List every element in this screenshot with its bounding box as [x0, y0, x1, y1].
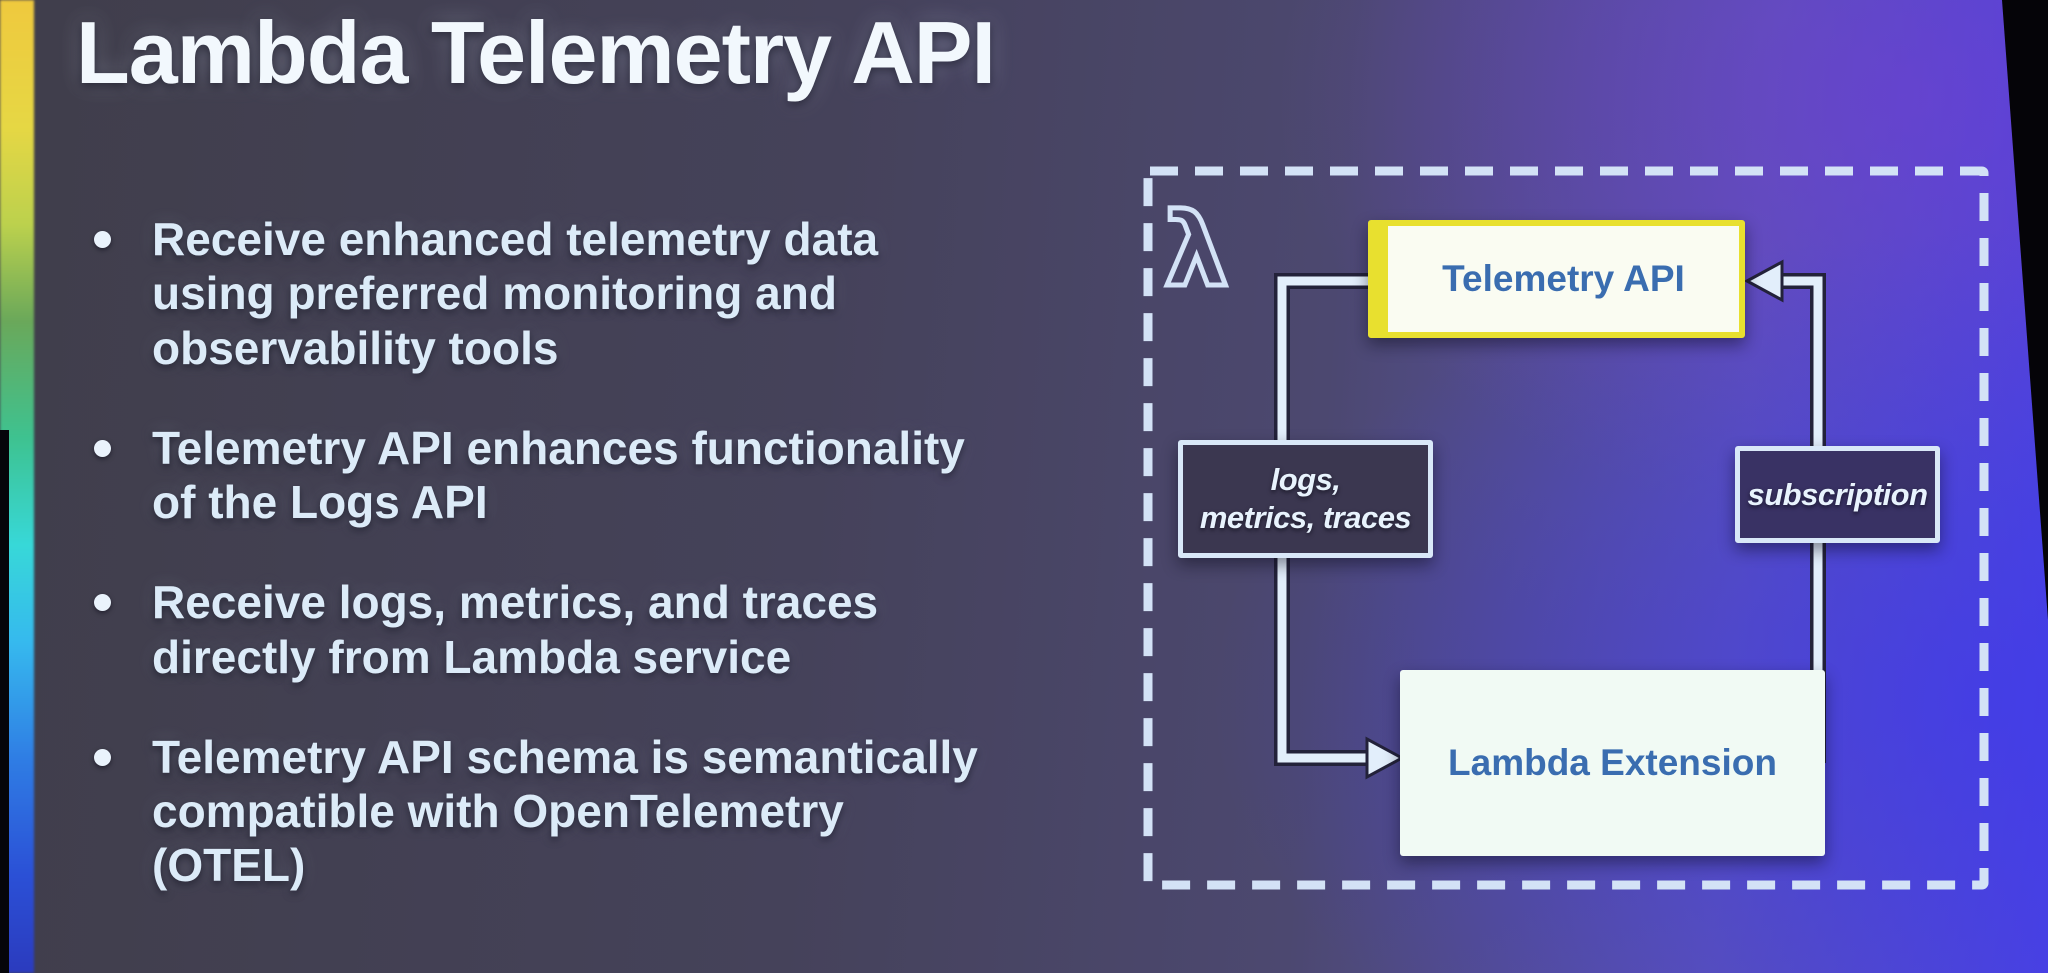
bullet-dot	[94, 748, 111, 766]
bullet-dot	[94, 231, 111, 248]
bullet-item: Telemetry API enhances functionality of …	[86, 421, 1106, 530]
bullet-text: Telemetry API enhances functionality of …	[152, 421, 965, 529]
bullet-item: Telemetry API schema is semantically com…	[86, 730, 1106, 893]
screen-corner-shadow	[2002, 0, 2048, 620]
arrowhead-into-lambda-extension	[1365, 736, 1406, 780]
bullet-text: Receive logs, metrics, and traces direct…	[152, 576, 879, 683]
bullet-item: Receive enhanced telemetry data using pr…	[86, 212, 1106, 375]
arrowhead-into-telemetry-api	[1743, 259, 1784, 303]
page-title: Lambda Telemetry API	[76, 3, 996, 102]
node-subscription: subscription	[1735, 446, 1940, 543]
bullet-item: Receive logs, metrics, and traces direct…	[86, 575, 1106, 684]
node-label: Lambda Extension	[1448, 742, 1777, 783]
node-lambda-extension: Lambda Extension	[1400, 670, 1825, 856]
bullet-text: Receive enhanced telemetry data using pr…	[152, 213, 879, 374]
bullet-dot	[94, 594, 111, 612]
node-label-line2: metrics, traces	[1199, 500, 1412, 535]
diagram-dashed-border	[1143, 166, 1989, 890]
node-telemetry-api: Telemetry API	[1368, 220, 1745, 338]
bullet-text: Telemetry API schema is semantically com…	[152, 730, 978, 892]
bullet-list: Receive enhanced telemetry data using pr…	[86, 212, 1106, 939]
node-label: subscription	[1747, 476, 1928, 512]
telemetry-flow-diagram: λ Telemetry API logs, metrics, traces su…	[1140, 163, 1992, 893]
node-logs-metrics-traces: logs, metrics, traces	[1178, 440, 1433, 558]
node-label-line1: logs,	[1270, 462, 1341, 498]
lambda-icon: λ	[1164, 191, 1229, 310]
bullet-dot	[94, 439, 111, 457]
screen-edge-black-strip	[0, 430, 9, 973]
node-label: Telemetry API	[1442, 258, 1685, 299]
